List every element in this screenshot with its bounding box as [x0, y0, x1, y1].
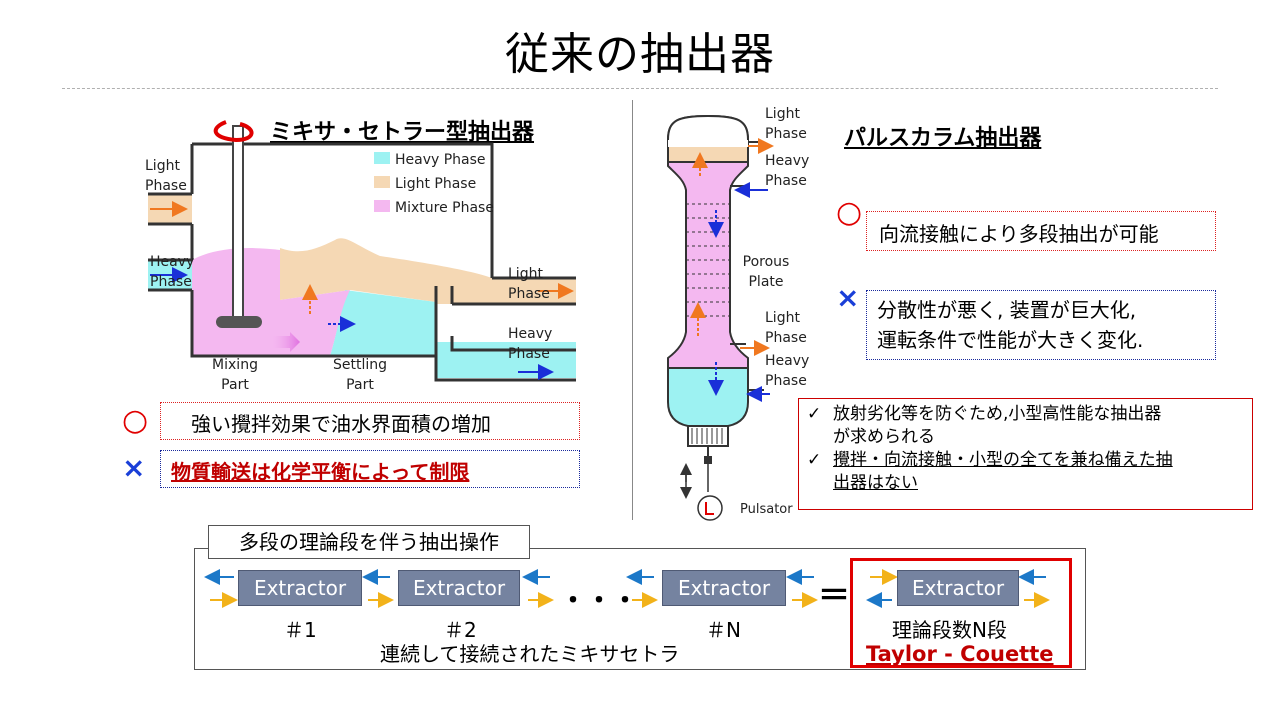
theoretical-stages-label: 理論段数N段	[892, 618, 1007, 642]
mixer-settler-title: ミキサ・セトラー型抽出器	[270, 120, 535, 145]
vessel-outline	[192, 142, 494, 278]
pulse-pro-mark: ○	[836, 195, 863, 230]
legend-heavy: Heavy Phase	[395, 152, 486, 168]
page-title: 従来の抽出器	[505, 29, 775, 80]
extractor-2: Extractor	[398, 570, 520, 606]
pulse-column-title: パルスカラム抽出器	[844, 126, 1042, 151]
stage-label-1: ＃1	[284, 618, 317, 642]
title-divider	[62, 88, 1218, 89]
pulse-pro-box: 向流接触により多段抽出が可能	[866, 211, 1216, 251]
requirement-note: ✓放射劣化等を防ぐため,小型高性能な抽出器が求められる ✓攪拌・向流接触・小型の…	[798, 398, 1253, 510]
legend-mixture: Mixture Phase	[395, 200, 494, 216]
equals-sign: ＝	[818, 576, 851, 614]
stage-label-n: ＃N	[706, 618, 741, 642]
section-divider	[632, 100, 633, 520]
column-bottom	[667, 367, 749, 427]
mixer-pro-box: 強い攪拌効果で油水界面積の増加	[160, 402, 580, 440]
ellipsis: ・・・	[560, 586, 639, 616]
legend-light: Light Phase	[395, 176, 477, 192]
pulse-con-mark: ×	[836, 281, 860, 314]
mixer-con-box: 物質輸送は化学平衡によって制限	[160, 450, 580, 488]
mixer-settler-diagram	[148, 120, 576, 382]
pulse-column-diagram	[667, 114, 774, 521]
extractor-n: Extractor	[662, 570, 786, 606]
column-body	[667, 161, 749, 369]
pulse-con-box: 分散性が悪く, 装置が巨大化,運転条件で性能が大きく変化.	[866, 290, 1216, 360]
multistage-arrows	[204, 569, 1050, 608]
stage-label-2: ＃2	[444, 618, 477, 642]
multistage-frame	[194, 548, 1086, 670]
multistage-title: 多段の理論段を伴う抽出操作	[208, 525, 530, 559]
extractor-1: Extractor	[238, 570, 362, 606]
mixer-con-mark: ×	[122, 451, 146, 484]
pulsator-label: Pulsator	[740, 502, 793, 517]
series-caption: 連続して接続されたミキサセトラ	[380, 642, 680, 666]
mixer-pro-mark: ○	[122, 403, 149, 438]
taylor-couette-frame	[850, 558, 1072, 668]
taylor-couette-label: Taylor - Couette	[866, 642, 1054, 666]
extractor-taylor-couette: Extractor	[897, 570, 1019, 606]
heavy-phase-region	[330, 290, 436, 356]
